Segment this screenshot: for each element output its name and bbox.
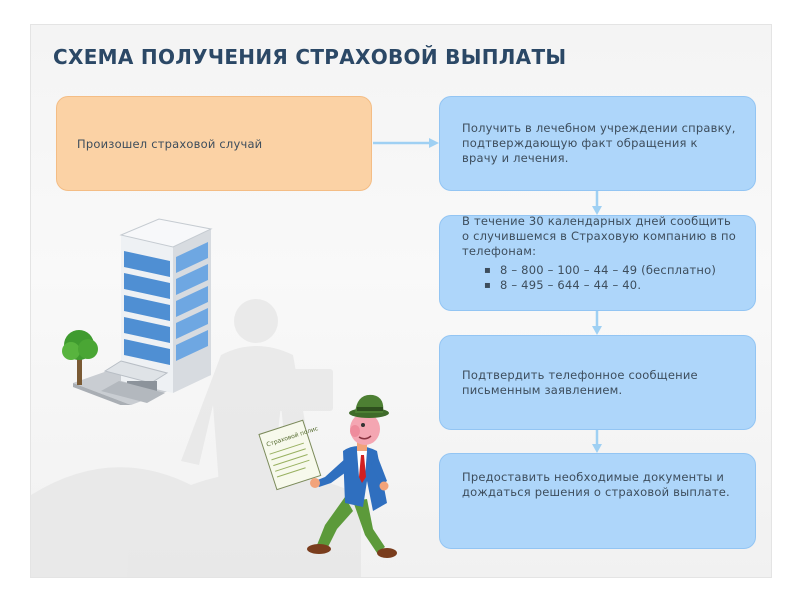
slide: СХЕМА ПОЛУЧЕНИЯ СТРАХОВОЙ ВЫПЛАТЫ Произо… — [30, 24, 772, 578]
step-4-text: Предоставить необходимые документы и дож… — [462, 470, 730, 499]
step-2-text: В течение 30 календарных дней сообщить о… — [462, 214, 736, 258]
page-title: СХЕМА ПОЛУЧЕНИЯ СТРАХОВОЙ ВЫПЛАТЫ — [53, 45, 567, 69]
phone-list: 8 – 800 – 100 – 44 – 49 (бесплатно) 8 – … — [462, 263, 741, 293]
man-with-document-icon: Страховой полис — [258, 394, 397, 558]
insured-event-box: Произошел страховой случай — [56, 96, 372, 191]
office-building-icon — [62, 218, 213, 405]
step-box-3: Подтвердить телефонное сообщение письмен… — [439, 335, 756, 430]
arrow-down-3-head — [592, 444, 602, 453]
arrow-down-1-head — [592, 206, 602, 215]
arrow-right-head — [429, 138, 439, 148]
step-1-text: Получить в лечебном учреждении справку, … — [462, 121, 736, 165]
flow-arrows — [373, 138, 602, 453]
phone-item: 8 – 800 – 100 – 44 – 49 (бесплатно) — [484, 263, 741, 278]
step-box-2: В течение 30 календарных дней сообщить о… — [439, 214, 756, 311]
step-box-1: Получить в лечебном учреждении справку, … — [439, 96, 756, 191]
step-box-4: Предоставить необходимые документы и дож… — [439, 453, 756, 549]
arrow-down-2-head — [592, 326, 602, 335]
insured-event-text: Произошел страховой случай — [77, 137, 263, 151]
step-3-text: Подтвердить телефонное сообщение письмен… — [462, 368, 698, 397]
background-silhouette — [31, 299, 361, 577]
phone-item: 8 – 495 – 644 – 44 – 40. — [484, 278, 741, 293]
